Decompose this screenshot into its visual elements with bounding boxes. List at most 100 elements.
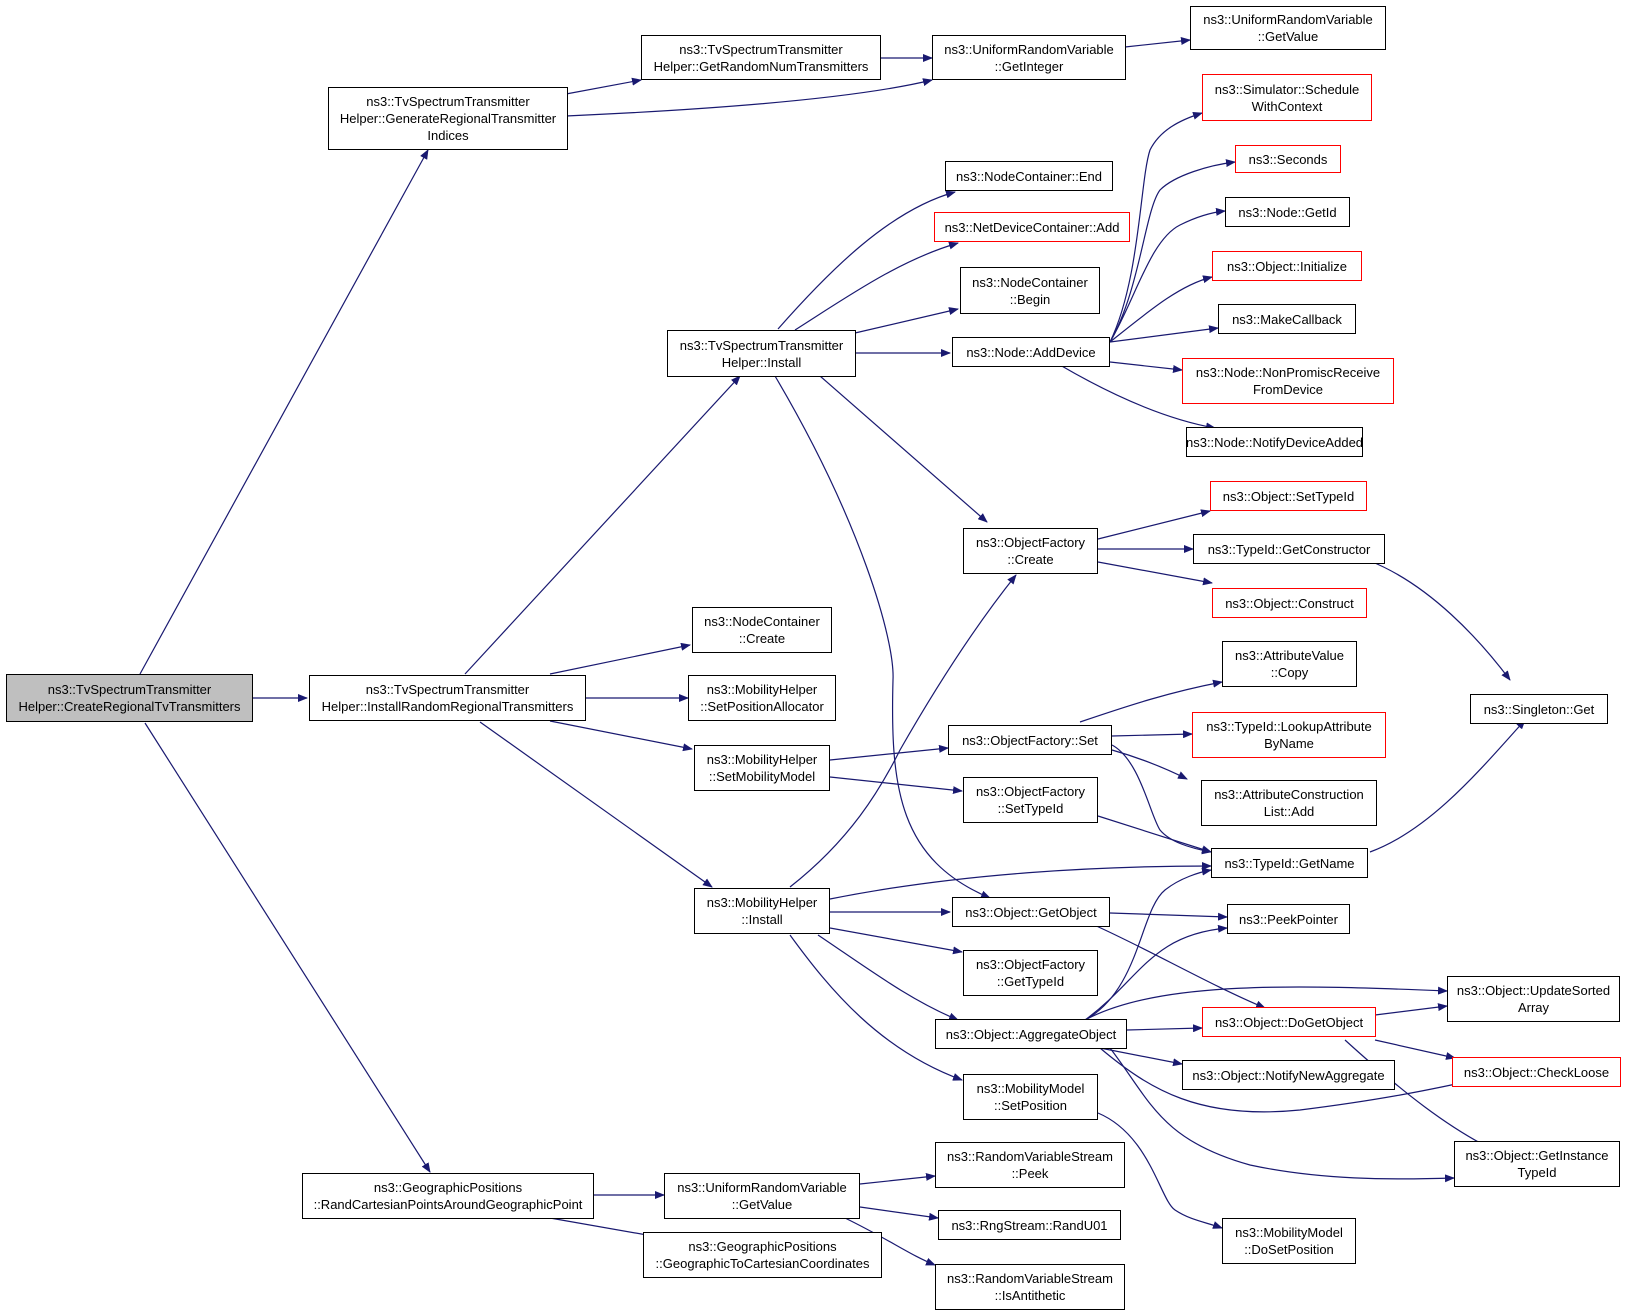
edge-dogetobject-checkloose (1374, 1039, 1456, 1060)
edge-urv-getvalue-rvs-peek (859, 1172, 936, 1185)
node-mobility-helper-install[interactable]: ns3::MobilityHelper::Install (694, 888, 830, 934)
edge-tvst-install-obj-getobject (774, 375, 991, 899)
node-object-initialize[interactable]: ns3::Object::Initialize (1212, 251, 1362, 281)
node-random-variable-stream-peek[interactable]: ns3::RandomVariableStream::Peek (935, 1142, 1125, 1188)
node-type-id-get-constructor[interactable]: ns3::TypeId::GetConstructor (1193, 534, 1385, 564)
edge-obj-aggregate-dogetobject (1126, 1024, 1203, 1033)
node-node-get-id[interactable]: ns3::Node::GetId (1225, 197, 1350, 227)
node-object-get-object[interactable]: ns3::Object::GetObject (952, 897, 1110, 927)
node-object-check-loose[interactable]: ns3::Object::CheckLoose (1452, 1057, 1621, 1087)
edge-mh-install-typeid-getname (829, 862, 1212, 900)
edge-obj-aggregate-notifynewagg (1099, 1047, 1183, 1067)
node-rng-stream-rand-u01[interactable]: ns3::RngStream::RandU01 (938, 1210, 1121, 1240)
edge-of-set-typeid-lookup (1111, 730, 1193, 739)
node-line: ::GetTypeId (996, 974, 1065, 989)
node-net-device-container-add[interactable]: ns3::NetDeviceContainer::Add (934, 212, 1130, 242)
node-type-id-get-name[interactable]: ns3::TypeId::GetName (1211, 848, 1368, 878)
node-uniform-random-variable-get-integer[interactable]: ns3::UniformRandomVariable::GetInteger (932, 35, 1126, 80)
edge-obj-aggregate-updatesorted (1084, 986, 1448, 1021)
edge-tvst-install-nc-begin (854, 307, 959, 334)
node-line: ns3::Simulator::Schedule (1214, 81, 1360, 97)
node-make-callback[interactable]: ns3::MakeCallback (1218, 304, 1356, 334)
node-node-notify-device-added[interactable]: ns3::Node::NotifyDeviceAdded (1186, 427, 1363, 457)
node-line: ::Install (741, 912, 783, 927)
node-object-do-get-object[interactable]: ns3::Object::DoGetObject (1202, 1007, 1376, 1037)
node-object-construct[interactable]: ns3::Object::Construct (1212, 588, 1367, 618)
node-object-factory-get-type-id[interactable]: ns3::ObjectFactory::GetTypeId (963, 950, 1098, 996)
node-line: ns3::UniformRandomVariable (1203, 12, 1373, 27)
node-singleton-get[interactable]: ns3::Singleton::Get (1470, 694, 1608, 724)
node-uniform-random-variable-get-value-bottom[interactable]: ns3::UniformRandomVariable::GetValue (664, 1173, 860, 1219)
node-line: ns3::Object::AggregateObject (945, 1026, 1117, 1042)
node-random-variable-stream-is-antithetic[interactable]: ns3::RandomVariableStream::IsAntithetic (935, 1264, 1125, 1310)
edge-of-set-av-copy (1079, 679, 1223, 723)
node-line: List::Add (1263, 804, 1315, 819)
node-node-container-create[interactable]: ns3::NodeContainer::Create (692, 607, 832, 653)
node-line: ::RandCartesianPointsAroundGeographicPoi… (313, 1197, 583, 1212)
node-line: ns3::ObjectFactory (975, 957, 1086, 972)
node-line: ns3::TypeId::GetName (1224, 855, 1355, 871)
node-node-container-end[interactable]: ns3::NodeContainer::End (945, 161, 1113, 191)
edge-typeid-getctor-singleton (1369, 560, 1511, 681)
node-mobility-helper-set-mobility-model[interactable]: ns3::MobilityHelper::SetMobilityModel (694, 745, 830, 791)
node-line: ::Create (738, 631, 786, 646)
node-object-set-type-id[interactable]: ns3::Object::SetTypeId (1210, 481, 1367, 511)
edge-node-adddevice-seconds (1109, 159, 1236, 343)
node-mobility-helper-set-position-allocator[interactable]: ns3::MobilityHelper::SetPositionAllocato… (688, 675, 836, 721)
node-object-notify-new-aggregate[interactable]: ns3::Object::NotifyNewAggregate (1182, 1060, 1395, 1090)
node-object-factory-create[interactable]: ns3::ObjectFactory::Create (963, 528, 1098, 574)
node-line: ::GetValue (731, 1197, 793, 1212)
node-line: Helper::GenerateRegionalTransmitter (339, 111, 557, 126)
node-line: ns3::Object::Construct (1225, 595, 1354, 611)
node-line: ns3::AttributeValue (1235, 648, 1344, 663)
node-uniform-random-variable-get-value-top[interactable]: ns3::UniformRandomVariable::GetValue (1190, 6, 1386, 50)
edge-mh-install-of-create (789, 574, 1017, 888)
node-line: ns3::Node::GetId (1238, 204, 1337, 220)
edge-node-adddevice-node-getid (1109, 207, 1226, 343)
node-object-aggregate-object[interactable]: ns3::Object::AggregateObject (935, 1019, 1127, 1049)
node-node-add-device[interactable]: ns3::Node::AddDevice (952, 337, 1110, 367)
edge-installrandom-mh-setmobmodel (549, 720, 693, 752)
node-object-factory-set[interactable]: ns3::ObjectFactory::Set (948, 725, 1112, 755)
node-line: TypeId (1517, 1165, 1557, 1180)
node-node-container-begin[interactable]: ns3::NodeContainer::Begin (960, 267, 1100, 314)
node-line: ns3::MobilityModel (1235, 1225, 1343, 1240)
node-mobility-model-set-position[interactable]: ns3::MobilityModel::SetPosition (963, 1074, 1098, 1120)
edge-genidx-urv-getint (565, 78, 933, 117)
edge-mh-install-of-gettypeid (829, 927, 963, 955)
node-line: ns3::Node::NonPromiscReceive (1195, 365, 1381, 380)
node-line: ns3::TvSpectrumTransmitter (47, 682, 212, 697)
edge-genidx-getrandnum (565, 77, 642, 95)
node-line: ns3::Singleton::Get (1483, 701, 1595, 717)
node-attribute-value-copy[interactable]: ns3::AttributeValue::Copy (1222, 641, 1357, 687)
node-object-factory-set-type-id[interactable]: ns3::ObjectFactory::SetTypeId (963, 777, 1098, 823)
node-line: ::Begin (1009, 291, 1051, 307)
node-line: ::GetInteger (994, 58, 1064, 74)
edge-mm-setposition-dosetposition (1097, 1112, 1223, 1229)
node-line: ns3::ObjectFactory::Set (962, 732, 1098, 748)
node-mobility-model-do-set-position[interactable]: ns3::MobilityModel::DoSetPosition (1222, 1218, 1356, 1264)
edge-tvst-install-nc-end (777, 190, 956, 330)
node-line: ns3::ObjectFactory (975, 535, 1086, 550)
node-line: ns3::Seconds (1248, 151, 1328, 167)
node-geographic-positions-rand-cartesian-points[interactable]: ns3::GeographicPositions::RandCartesianP… (302, 1173, 594, 1219)
node-peek-pointer[interactable]: ns3::PeekPointer (1227, 904, 1350, 934)
node-geographic-positions-geographic-to-cartesian[interactable]: ns3::GeographicPositions::GeographicToCa… (643, 1232, 882, 1278)
edge-obj-aggregate-checkloose (1099, 1047, 1489, 1113)
edge-installrandom-tvst-install (464, 375, 741, 675)
edge-dogetobject-updatesorted (1374, 1003, 1448, 1016)
node-seconds[interactable]: ns3::Seconds (1235, 145, 1341, 173)
node-line: ns3::Node::NotifyDeviceAdded (1185, 434, 1364, 450)
node-line: Indices (427, 128, 469, 143)
